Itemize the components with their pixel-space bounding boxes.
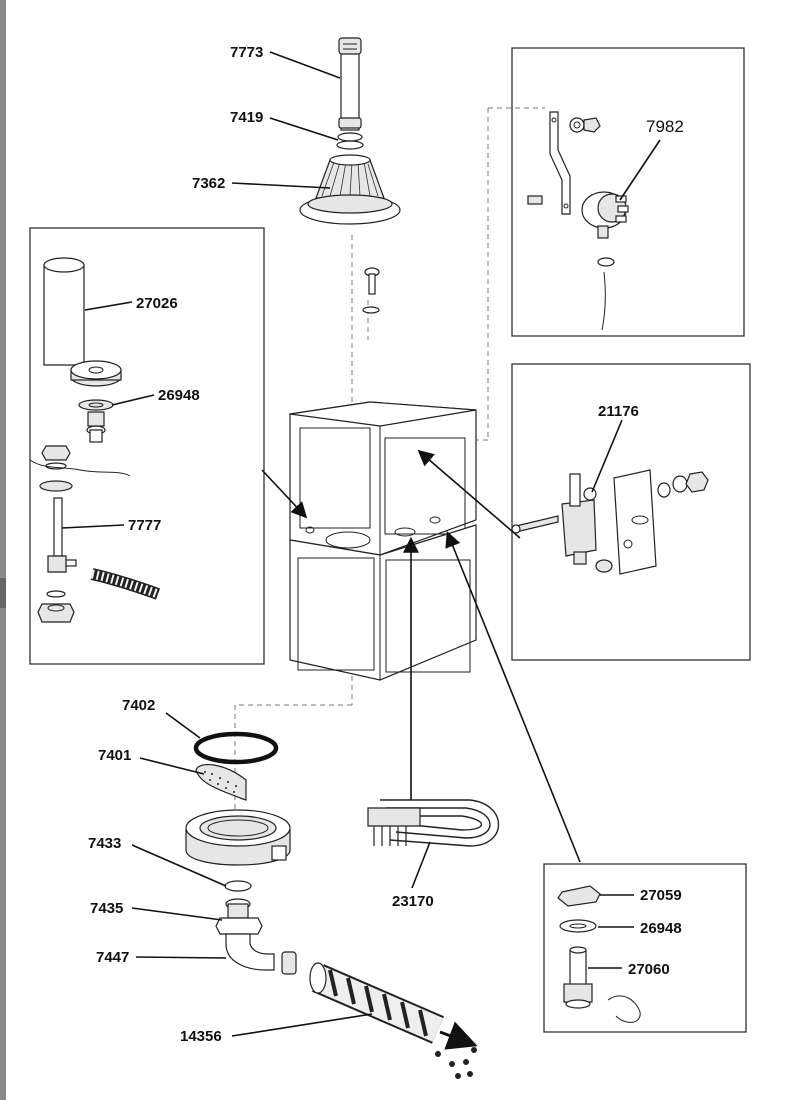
- label-23170: 23170: [392, 893, 434, 910]
- label-7419: 7419: [230, 109, 263, 126]
- tube-7773: [338, 37, 362, 131]
- callout-arrows: [261, 449, 581, 863]
- label-7435: 7435: [90, 900, 123, 917]
- leader-lines: [61, 51, 661, 1037]
- perforated-plate-7401: [195, 763, 247, 801]
- label-26948-right: 26948: [640, 920, 682, 937]
- ring-7419: [336, 132, 364, 150]
- drain-hose-14356: [309, 962, 478, 1079]
- gasket-7402: [193, 731, 279, 765]
- heating-base-7433: [185, 809, 291, 892]
- label-7362: 7362: [192, 175, 225, 192]
- pressure-switch-box: [511, 47, 745, 337]
- label-21176: 21176: [598, 403, 639, 420]
- label-7401: 7401: [98, 747, 131, 764]
- drain-valve-box: [543, 863, 747, 1033]
- central-housing: [289, 401, 477, 681]
- label-7433: 7433: [88, 835, 121, 852]
- label-27060: 27060: [628, 961, 670, 978]
- label-7402: 7402: [122, 697, 155, 714]
- label-7773: 7773: [230, 44, 263, 61]
- label-7447: 7447: [96, 949, 129, 966]
- page-edge-bar: [0, 0, 6, 1100]
- label-26948-left: 26948: [158, 387, 200, 404]
- heating-element-23170: [367, 799, 499, 847]
- limit-switch-box: [511, 363, 751, 661]
- screw-and-washer: [362, 267, 380, 314]
- label-27026: 27026: [136, 295, 178, 312]
- label-7777: 7777: [128, 517, 161, 534]
- left-detail-box: [29, 227, 265, 665]
- label-27059: 27059: [640, 887, 682, 904]
- label-14356: 14356: [180, 1028, 222, 1045]
- page-edge-marker: [0, 578, 6, 608]
- fitting-7435: [215, 898, 263, 935]
- part-labels: 7773 7419 7362 27026 26948 7777 7982 211…: [88, 44, 684, 1045]
- elbow-7447: [225, 933, 297, 975]
- filter-7362: [299, 154, 401, 225]
- label-7982: 7982: [646, 117, 684, 136]
